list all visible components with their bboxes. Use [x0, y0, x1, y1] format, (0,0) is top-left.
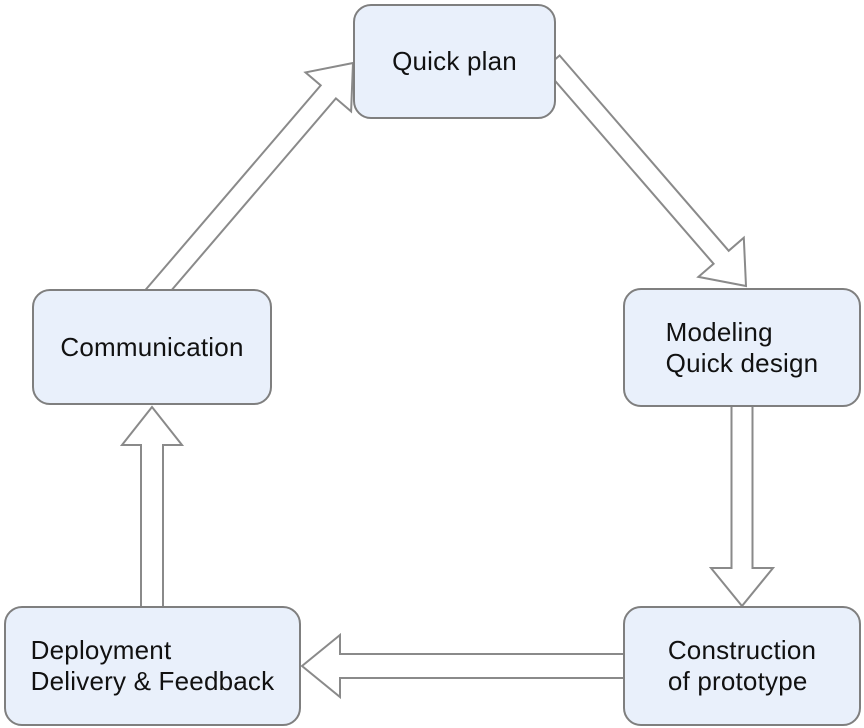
- node-label-line: Construction: [667, 635, 817, 665]
- node-label-line: Quick design: [665, 347, 819, 378]
- node-communication-label: Communication: [60, 332, 243, 363]
- node-quick-plan: Quick plan: [353, 4, 556, 119]
- node-construction-label: Construction of prototype: [668, 635, 816, 697]
- node-modeling-label: Modeling Quick design: [666, 317, 819, 379]
- arrow-quick-plan-to-modeling: [542, 54, 748, 288]
- node-deployment-label: Deployment Delivery & Feedback: [31, 635, 275, 697]
- node-modeling-quick-design: Modeling Quick design: [623, 288, 861, 407]
- node-deployment-delivery-feedback: Deployment Delivery & Feedback: [4, 606, 301, 726]
- arrow-modeling-to-construction: [708, 399, 776, 608]
- node-quick-plan-label: Quick plan: [392, 46, 517, 77]
- node-construction-of-prototype: Construction of prototype: [623, 606, 861, 726]
- node-label-line: Quick plan: [392, 46, 517, 76]
- node-label-line: Modeling: [665, 316, 773, 347]
- node-communication: Communication: [32, 289, 272, 405]
- arrow-communication-to-quick-plan: [140, 61, 355, 308]
- node-label-line: Delivery & Feedback: [30, 666, 275, 696]
- arrow-deployment-to-communication: [119, 405, 185, 613]
- node-label-line: Deployment: [30, 635, 172, 665]
- node-label-line: of prototype: [667, 666, 808, 696]
- arrow-construction-to-deployment: [300, 632, 631, 700]
- node-label-line: Communication: [60, 331, 244, 362]
